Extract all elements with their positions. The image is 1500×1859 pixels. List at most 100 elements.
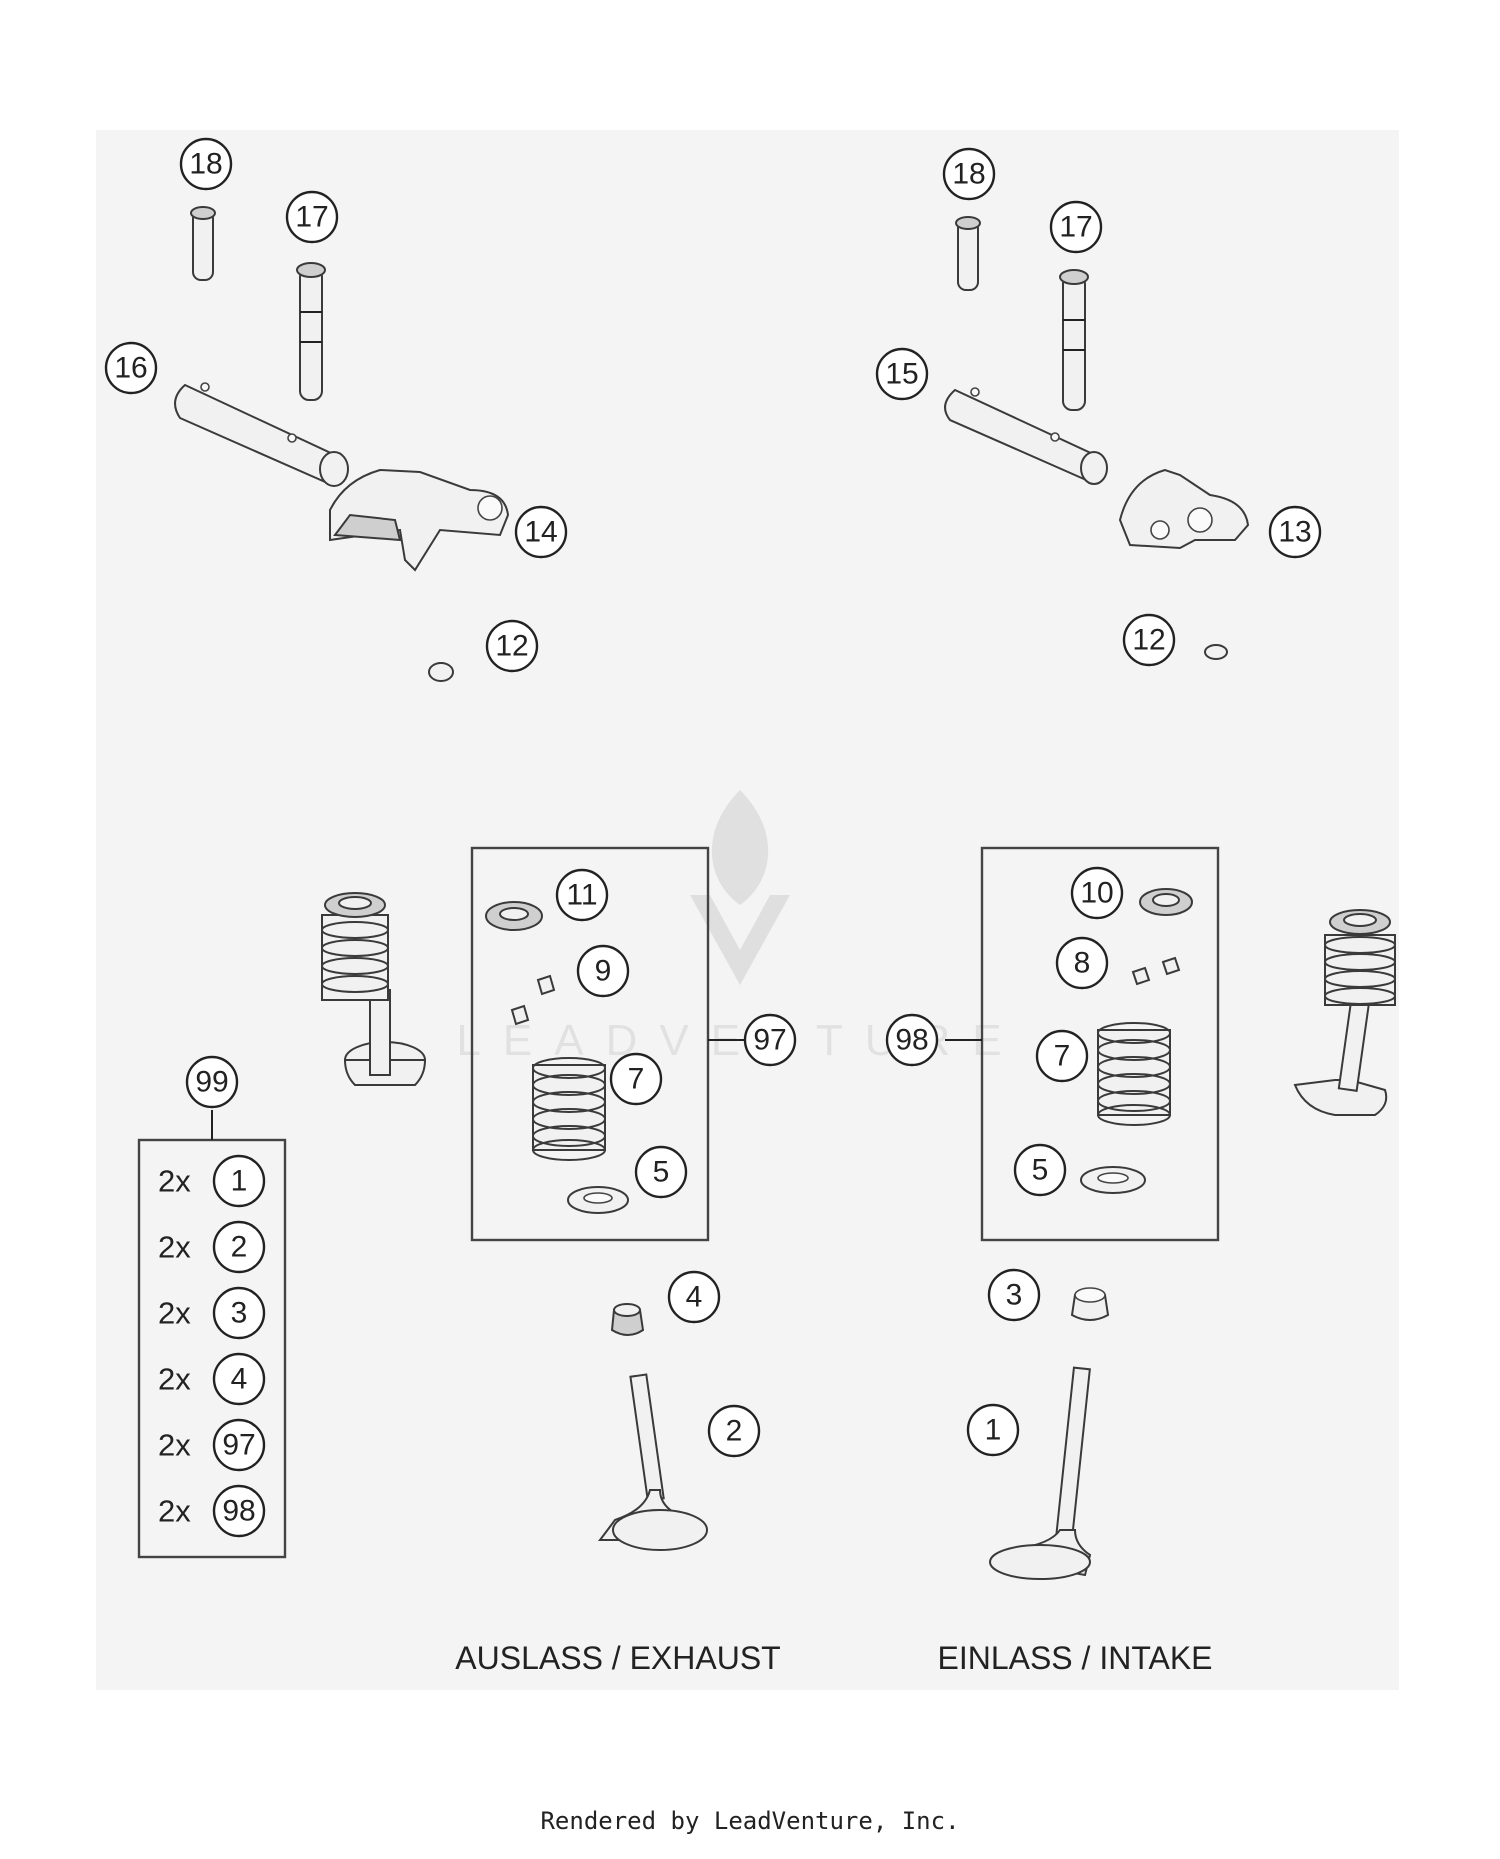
callout-4: 4 [667,1270,721,1324]
bolt-17-left [296,262,326,401]
exhaust-label: AUSLASS / EXHAUST [455,1640,780,1676]
intake-label: EINLASS / INTAKE [937,1640,1212,1676]
callout-97: 97 [743,1013,797,1067]
valve-spring-7-exhaust [532,1057,606,1161]
callout-label: 1 [985,1414,1002,1447]
assembled-intake-valve [1293,909,1396,1116]
callout-label: 13 [1278,516,1311,549]
callout-18-left: 18 [179,137,233,191]
callout-14: 14 [514,505,568,559]
callout-label: 3 [1006,1279,1023,1312]
spring-retainer-11 [485,901,543,931]
spring-seat-5-exhaust [567,1186,629,1214]
valve-stem-seal-3 [1070,1287,1110,1321]
callout-label: 17 [295,201,328,234]
callout-label: 14 [524,516,557,549]
kit-qty: 2x [158,1230,191,1265]
kit-99-row: 2x 3 [158,1286,266,1340]
kit-99-row: 2x 2 [158,1220,266,1274]
kit-qty: 2x [158,1428,191,1463]
kit-ref: 2 [231,1231,248,1264]
kit-99-row: 2x 1 [158,1154,266,1208]
callout-98: 98 [885,1013,939,1067]
kit-ref: 98 [222,1495,255,1528]
callout-10: 10 [1070,866,1124,920]
spring-retainer-10 [1139,888,1193,916]
kit-ref: 97 [222,1429,255,1462]
rocker-shaft-15 [944,387,1108,485]
leadventure-watermark [690,790,790,985]
footer-credit: Rendered by LeadVenture, Inc. [540,1807,960,1835]
bolt-17-right [1059,269,1089,411]
callout-2: 2 [707,1404,761,1458]
spring-seat-5-intake [1080,1166,1146,1194]
callout-13: 13 [1268,505,1322,559]
callout-12-left: 12 [485,619,539,673]
kit-qty: 2x [158,1362,191,1397]
valve-keepers-8 [1131,956,1181,986]
kit-ref: 3 [231,1297,248,1330]
callout-99: 99 [185,1055,239,1109]
callout-11: 11 [555,868,609,922]
callout-15: 15 [875,347,929,401]
callout-label: 11 [566,879,597,912]
callout-label: 97 [753,1024,786,1057]
rocker-arm-13 [1118,468,1250,550]
callout-17-right: 17 [1049,200,1103,254]
valve-keepers-9 [510,974,556,1026]
kit-99-row: 2x 4 [158,1352,266,1406]
callout-label: 10 [1080,877,1113,910]
callout-label: 12 [1132,624,1165,657]
bolt-18-left [190,206,216,281]
valve-stem-seal-4 [610,1303,645,1336]
callout-label: 98 [895,1024,928,1057]
callout-3: 3 [987,1268,1041,1322]
callout-label: 17 [1059,211,1092,244]
callout-8: 8 [1055,936,1109,990]
callout-label: 2 [726,1415,743,1448]
intake-valve-1 [989,1366,1092,1580]
kit-qty: 2x [158,1494,191,1529]
shim-12-left [428,662,454,682]
callout-label: 18 [189,148,222,181]
exhaust-valve-2 [598,1373,708,1551]
kit-box-97 [470,846,710,1242]
callout-1: 1 [966,1403,1020,1457]
callout-label: 5 [653,1156,670,1189]
callout-5-exhaust: 5 [634,1145,688,1199]
callout-label: 9 [595,955,612,988]
callout-12-right: 12 [1122,613,1176,667]
shim-12-right [1204,644,1228,660]
callout-label: 16 [114,352,147,385]
diagram-background [96,130,1399,1690]
callout-label: 15 [885,358,918,391]
callout-label: 7 [1054,1040,1071,1073]
kit-qty: 2x [158,1296,191,1331]
callout-label: 4 [686,1281,703,1314]
rocker-arm-14 [329,468,510,572]
callout-7-intake: 7 [1035,1029,1089,1083]
kit-99-row: 2x 97 [158,1418,266,1472]
callout-label: 5 [1032,1154,1049,1187]
kit-ref: 4 [231,1363,248,1396]
callout-label: 99 [195,1066,228,1099]
callout-9: 9 [576,944,630,998]
callout-label: 18 [952,158,985,191]
bolt-18-right [955,216,981,291]
callout-18-right: 18 [942,147,996,201]
kit-box-98 [980,846,1220,1242]
callout-label: 8 [1074,947,1091,980]
callout-label: 7 [628,1063,645,1096]
callout-17-left: 17 [285,190,339,244]
rocker-shaft-16 [174,382,349,487]
kit-99-row: 2x 98 [158,1484,266,1538]
callout-16: 16 [104,341,158,395]
valve-spring-7-intake [1097,1022,1171,1126]
kit-ref: 1 [231,1165,248,1198]
callout-7-exhaust: 7 [609,1052,663,1106]
assembled-exhaust-valve [321,892,427,1086]
callout-label: 12 [495,630,528,663]
kit-qty: 2x [158,1164,191,1199]
callout-5-intake: 5 [1013,1143,1067,1197]
